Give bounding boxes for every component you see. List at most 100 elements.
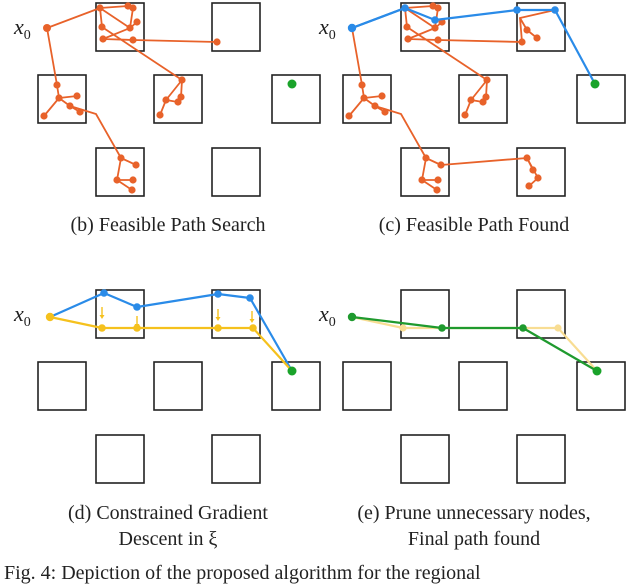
start-label: x0: [13, 14, 31, 43]
initial-path: [48, 291, 294, 373]
region-box: [516, 147, 566, 197]
region-box: [271, 74, 321, 124]
region-box: [271, 361, 321, 411]
tree-edge: [406, 26, 488, 81]
final-path: [350, 315, 599, 373]
tree-node: [76, 108, 84, 116]
caption-d-line-1: (d) Constrained Gradient: [68, 502, 268, 524]
tree-node: [381, 108, 389, 116]
gradient-arrow-head: [215, 317, 221, 321]
tree-edge: [440, 157, 534, 171]
tree-edge: [101, 26, 183, 81]
region-box: [400, 434, 450, 484]
region-box: [342, 74, 392, 124]
tree-node: [40, 112, 48, 120]
tree-node: [434, 176, 442, 184]
start-label-x: x: [13, 301, 24, 326]
tree-edge: [132, 39, 218, 43]
caption-b-line-1: (b) Feasible Path Search: [70, 214, 266, 236]
region-box: [400, 147, 450, 197]
tree-node: [117, 154, 125, 162]
path-node: [401, 4, 409, 12]
pruned-path: [350, 315, 599, 373]
tree-node: [358, 81, 366, 89]
tree-node: [467, 96, 475, 104]
tree-node: [55, 94, 63, 102]
tree-node: [162, 96, 170, 104]
tree-node: [437, 161, 445, 169]
tree-node: [461, 111, 469, 119]
region-box: [95, 434, 145, 484]
caption-c: (c) Feasible Path Found: [326, 212, 622, 238]
tree-node: [433, 186, 441, 194]
tree-node: [404, 35, 412, 43]
optimized-node: [133, 324, 141, 332]
region-box: [95, 289, 145, 339]
start-node: [347, 23, 357, 33]
tree-node: [213, 38, 221, 46]
start-label: x0: [318, 301, 336, 330]
caption-b: (b) Feasible Path Search: [20, 212, 316, 238]
tree-node: [132, 161, 140, 169]
start-label-x: x: [318, 14, 329, 39]
feasible-path: [350, 6, 407, 30]
goal-node: [287, 79, 297, 89]
panel-e: x0: [318, 289, 626, 484]
caption-d-line-2: Descent in ξ: [118, 528, 218, 550]
region-box: [458, 361, 508, 411]
figure-caption: Fig. 4: Depiction of the proposed algori…: [4, 562, 481, 584]
tree-node: [129, 36, 137, 44]
region-box: [153, 361, 203, 411]
tree-node: [129, 176, 137, 184]
region-box: [458, 74, 508, 124]
start-node: [43, 24, 51, 32]
gradient-arrow-head: [249, 319, 255, 323]
tree-node: [156, 111, 164, 119]
tree-node: [133, 18, 141, 26]
region-box: [576, 74, 626, 124]
tree-node: [534, 174, 542, 182]
tree-edge: [43, 27, 60, 117]
tree-node: [96, 4, 104, 12]
region-box: [400, 289, 450, 339]
start-label-x: x: [13, 14, 24, 39]
goal-node: [287, 366, 297, 376]
caption-d: (d) Constrained Gradient Descent in ξ: [20, 500, 316, 552]
tree-edge: [46, 7, 131, 29]
region-box: [576, 361, 626, 411]
tree-node: [482, 93, 490, 101]
path-node: [214, 290, 222, 298]
optimized-node: [98, 324, 106, 332]
optimized-node: [214, 324, 222, 332]
tree-node: [434, 4, 442, 12]
caption-e: (e) Prune unnecessary nodes, Final path …: [326, 500, 622, 552]
region-box: [37, 361, 87, 411]
pruned-node: [554, 324, 562, 332]
goal-node: [590, 79, 600, 89]
tree-node: [73, 92, 81, 100]
tree-node: [177, 93, 185, 101]
caption-e-line-1: (e) Prune unnecessary nodes,: [357, 502, 591, 524]
region-box: [95, 147, 145, 197]
tree-node: [53, 81, 61, 89]
tree-edge: [437, 39, 523, 43]
region-box: [400, 2, 450, 52]
start-node: [347, 312, 357, 322]
tree-node: [529, 166, 537, 174]
tree-node: [98, 23, 106, 31]
tree-edge: [348, 27, 365, 117]
tree-node: [523, 26, 531, 34]
tree-node: [483, 76, 491, 84]
tree-node: [113, 176, 121, 184]
caption-e-line-2: Final path found: [407, 528, 541, 550]
tree-edge: [404, 5, 434, 9]
tree-node: [378, 92, 386, 100]
final-node: [519, 324, 527, 332]
pruned-node: [399, 324, 407, 332]
tree-node: [523, 154, 531, 162]
start-label: x0: [13, 301, 31, 330]
tree-node: [360, 94, 368, 102]
tree-edge: [519, 9, 556, 19]
feasible-path: [350, 6, 597, 86]
